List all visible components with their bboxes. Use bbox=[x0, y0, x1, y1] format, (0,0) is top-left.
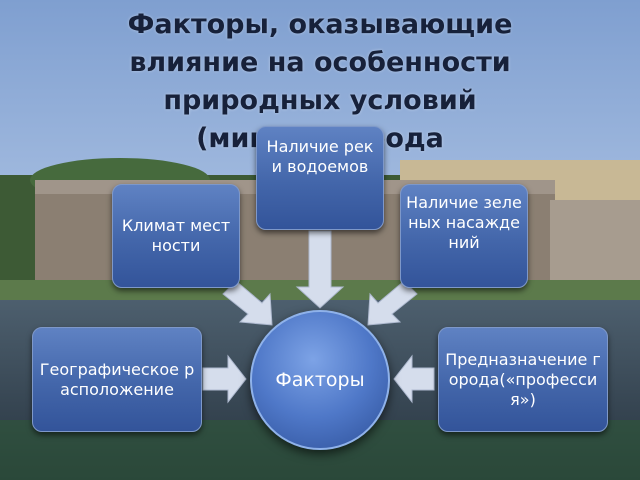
arrow-right-diagonal bbox=[367, 280, 418, 326]
node-center-label: Факторы bbox=[275, 369, 365, 391]
node-purpose: Предназначение города(«профессия») bbox=[438, 327, 608, 432]
node-purpose-label: Предназначение города(«профессия») bbox=[445, 349, 601, 409]
node-center-factors: Факторы bbox=[250, 310, 390, 450]
node-greenery-label: Наличие зеленых насаждений bbox=[406, 193, 522, 252]
node-greenery: Наличие зеленых насаждений bbox=[400, 184, 528, 288]
node-rivers-label: Наличие рек и водоемов bbox=[266, 137, 374, 176]
node-rivers: Наличие рек и водоемов bbox=[256, 126, 384, 230]
node-geography: Географическое расположение bbox=[32, 327, 202, 432]
node-climate-label: Климат местности bbox=[121, 216, 231, 255]
slide-title: Факторы, оказывающие влияние на особенно… bbox=[127, 9, 513, 154]
arrow-right-horizontal bbox=[393, 354, 435, 404]
arrow-left-horizontal bbox=[202, 354, 247, 404]
arrow-top-down bbox=[295, 230, 345, 309]
arrow-left-diagonal bbox=[222, 280, 273, 326]
node-climate: Климат местности bbox=[112, 184, 240, 288]
node-geography-label: Географическое расположение bbox=[39, 359, 195, 399]
